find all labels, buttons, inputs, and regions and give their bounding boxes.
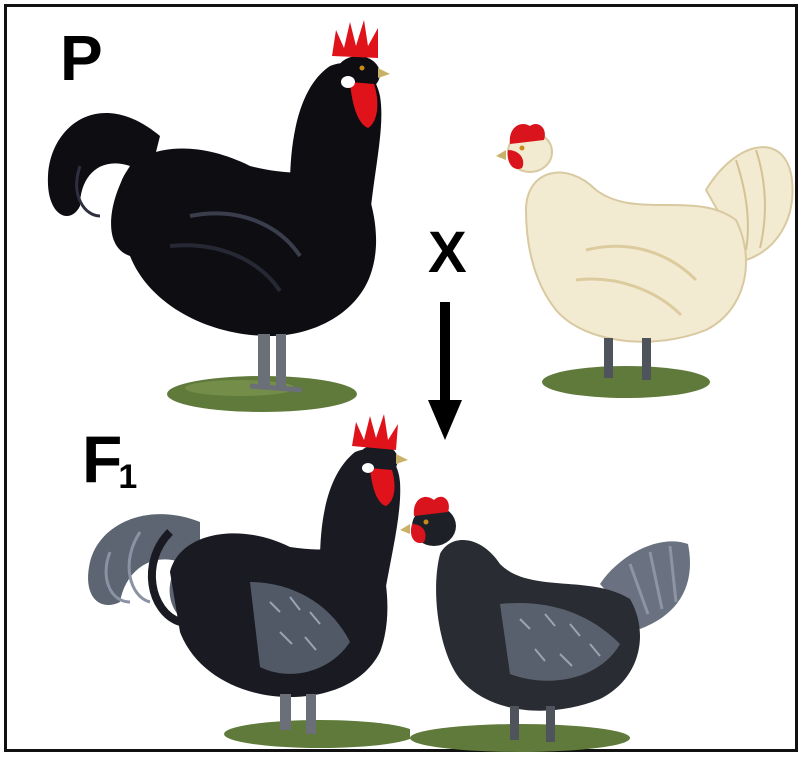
- grass-patch: [542, 366, 710, 398]
- f1-rooster-illustration: [80, 412, 410, 752]
- parent-hen-illustration: [496, 120, 796, 410]
- f1-hen-illustration: [400, 494, 696, 756]
- cross-symbol: X: [428, 224, 467, 282]
- grass-patch: [410, 724, 630, 752]
- cross-arrow-icon: [428, 302, 464, 442]
- comb: [352, 414, 398, 450]
- comb: [332, 20, 378, 58]
- grass-patch: [224, 720, 410, 748]
- parent-rooster-illustration: [40, 16, 400, 416]
